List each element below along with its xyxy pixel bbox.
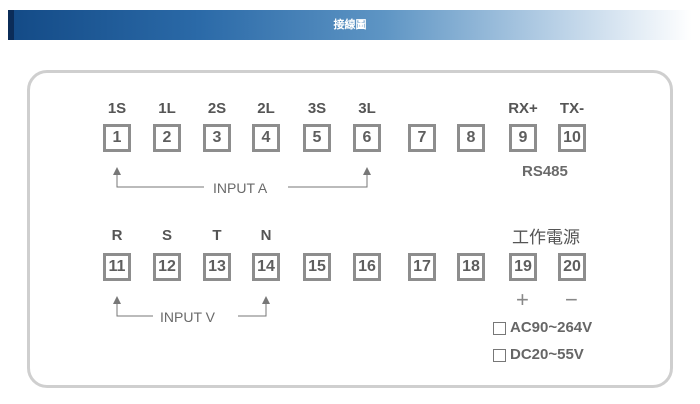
terminal-15: 15 [303, 253, 331, 281]
page-title: 接線圖 [333, 19, 367, 31]
power-option-dc-label: DC20~55V [510, 346, 584, 363]
plus-symbol: + [516, 287, 529, 312]
terminal-label-2l: 2L [257, 100, 275, 117]
terminal-label-1s: 1S [107, 100, 127, 117]
terminal-label-t: T [212, 227, 222, 244]
terminal-label-1l: 1L [158, 100, 176, 117]
terminal-13: 13 [203, 253, 231, 281]
arrow-up-icon [363, 167, 371, 175]
terminal-3: 3 [203, 124, 231, 152]
wiring-panel [27, 70, 673, 388]
checkbox-dc [493, 348, 506, 362]
terminal-2: 2 [153, 124, 181, 152]
arrow-up-icon [113, 296, 121, 304]
terminal-label-2s: 2S [207, 100, 227, 117]
power-option-ac-label: AC90~264V [510, 319, 593, 336]
terminal-14: 14 [252, 253, 280, 281]
input-a-left-line [116, 172, 204, 188]
terminal-18: 18 [457, 253, 485, 281]
power-supply-title: 工作電源 [512, 228, 580, 247]
terminal-17: 17 [408, 253, 436, 281]
arrow-up-icon [262, 296, 270, 304]
terminal-8: 8 [457, 124, 485, 152]
input-v-label: INPUT V [160, 309, 215, 325]
terminal-9: 9 [509, 124, 537, 152]
terminal-6: 6 [353, 124, 381, 152]
terminal-label-3s: 3S [307, 100, 327, 117]
power-option-ac: AC90~264V [493, 320, 592, 336]
input-a-label: INPUT A [213, 180, 268, 196]
terminal-10: 10 [558, 124, 586, 152]
arrow-up-icon [113, 167, 121, 175]
terminal-1: 1 [103, 124, 131, 152]
terminal-12: 12 [153, 253, 181, 281]
terminal-19: 19 [509, 253, 537, 281]
input-v-right-line [238, 301, 267, 317]
checkbox-ac [493, 321, 506, 335]
minus-symbol: − [565, 287, 578, 312]
page-header-bar [8, 10, 692, 40]
terminal-11: 11 [103, 253, 131, 281]
terminal-label-s: S [161, 227, 172, 244]
input-v-left-line [116, 301, 153, 317]
terminal-label-3l: 3L [358, 100, 376, 117]
terminal-20: 20 [558, 253, 586, 281]
terminal-4: 4 [252, 124, 280, 152]
terminal-16: 16 [353, 253, 381, 281]
terminal-label-r: R [111, 227, 123, 244]
terminal-label-tx-minus: TX- [559, 100, 585, 117]
terminal-7: 7 [408, 124, 436, 152]
terminal-label-n: N [260, 227, 272, 244]
terminal-5: 5 [303, 124, 331, 152]
power-option-dc: DC20~55V [493, 347, 584, 363]
rs485-label: RS485 [522, 163, 568, 180]
input-a-right-line [288, 172, 368, 188]
header-accent [8, 10, 14, 40]
terminal-label-rx-plus: RX+ [508, 100, 538, 117]
